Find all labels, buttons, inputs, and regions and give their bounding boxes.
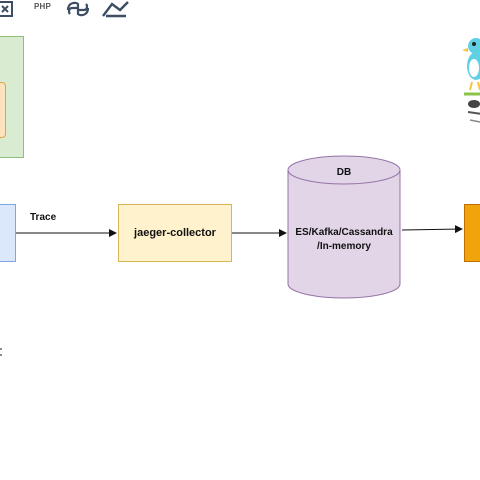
dot bbox=[0, 348, 2, 350]
db-label-line2: /In-memory bbox=[317, 241, 371, 252]
db-title: DB bbox=[336, 167, 352, 178]
dot bbox=[0, 354, 2, 356]
db-to-query-arrow bbox=[401, 225, 463, 234]
agent-inner-box bbox=[0, 82, 6, 138]
collector-label: jaeger-collector bbox=[134, 227, 216, 239]
framework-logo-icon bbox=[0, 0, 16, 23]
jaeger-mascot-icon bbox=[458, 32, 480, 137]
python-logo-icon bbox=[64, 0, 92, 25]
query-box bbox=[464, 204, 480, 262]
jaeger-collector-box: jaeger-collector bbox=[118, 204, 232, 262]
trace-edge-label: Trace bbox=[30, 212, 57, 223]
db-cylinder bbox=[287, 155, 401, 299]
client-box bbox=[0, 204, 16, 262]
db-label-line1: ES/Kafka/Cassandra bbox=[295, 227, 393, 238]
language-logo-icon bbox=[100, 0, 130, 25]
php-label: PHP bbox=[34, 2, 52, 11]
